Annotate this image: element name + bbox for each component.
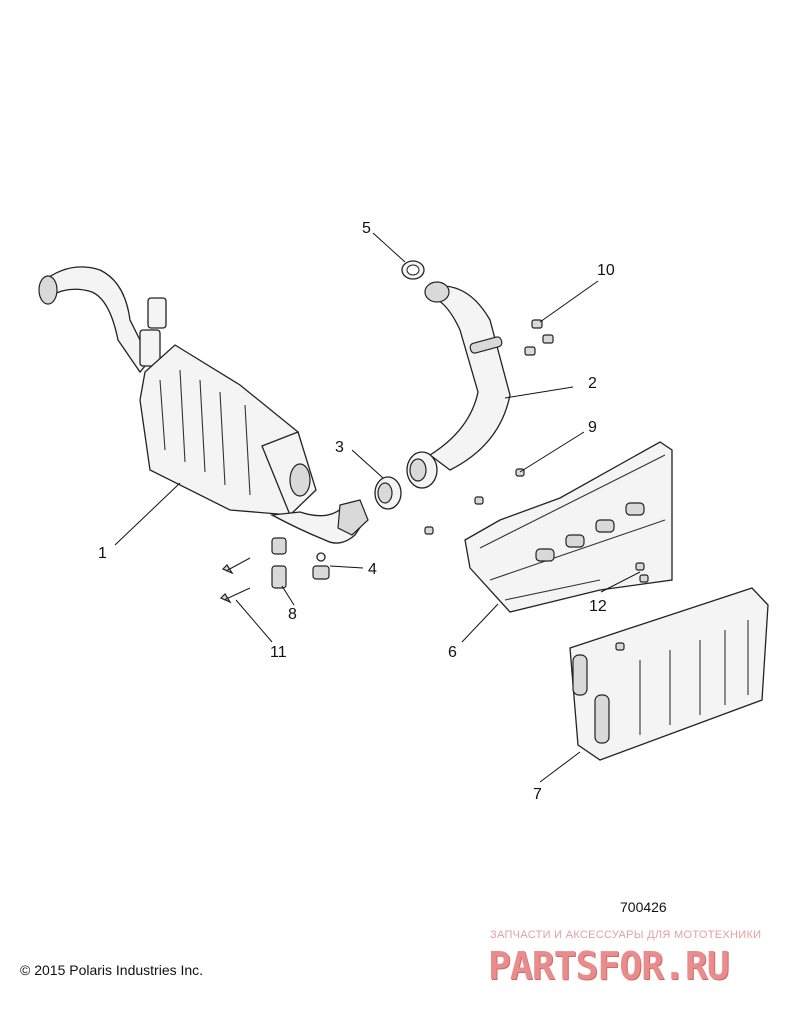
callout-10: 10 [597,262,615,279]
callout-9: 9 [588,419,597,436]
callout-2: 2 [588,375,597,392]
callout-12: 12 [589,598,607,615]
copyright-text: © 2015 Polaris Industries Inc. [20,962,204,978]
heat-shield-lower [569,587,769,761]
watermark-logo: PARTSFOR.RU [488,944,730,988]
seal-ring [374,476,402,510]
springs [271,537,287,589]
head-pipe [406,281,511,489]
callout-8: 8 [288,606,297,623]
leader-lines [114,232,641,783]
watermark-tagline: ЗАПЧАСТИ И АКСЕССУАРЫ ДЛЯ МОТОТЕХНИКИ [490,929,762,941]
callout-11: 11 [270,644,287,661]
muffler-assembly [38,266,369,544]
callout-4: 4 [368,561,377,578]
callout-3: 3 [335,439,344,456]
callout-7: 7 [533,786,542,803]
rubber-damper [312,552,330,580]
callout-labels: 1 2 3 4 5 6 7 8 9 10 11 12 [98,220,615,803]
callout-5: 5 [362,220,371,237]
callout-6: 6 [448,644,457,661]
diagram-reference-number: 700426 [620,899,667,915]
heat-shield-upper [464,441,673,613]
callout-1: 1 [98,545,107,562]
gasket [401,260,425,280]
